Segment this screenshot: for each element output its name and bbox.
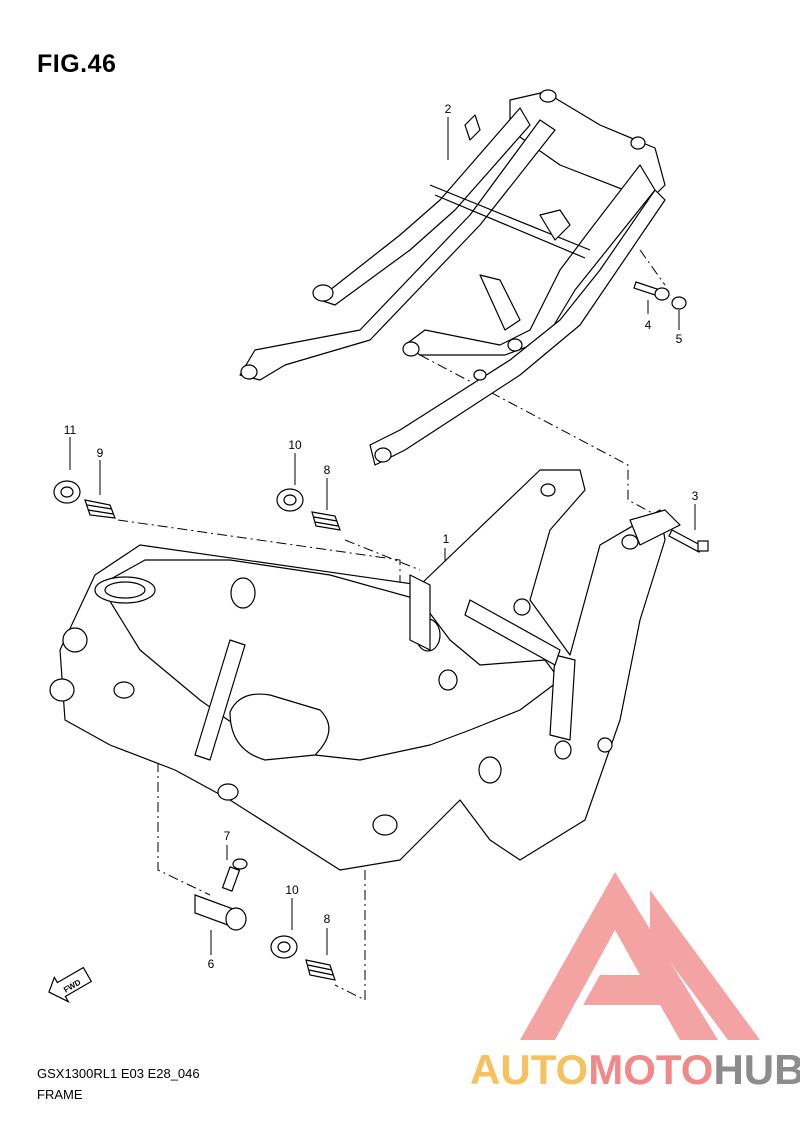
main-frame	[49, 469, 681, 871]
callout-9: 9	[96, 446, 104, 460]
callout-5: 5	[675, 332, 683, 346]
callout-8-lower: 8	[323, 912, 331, 926]
watermark-moto: MOTO	[588, 1046, 714, 1093]
callout-10-upper: 10	[288, 438, 302, 452]
watermark-auto: AUTO	[470, 1046, 589, 1093]
seat-rail-subframe	[239, 89, 666, 466]
callout-6: 6	[207, 957, 215, 971]
callout-1: 1	[442, 532, 450, 546]
figure-title: FIG.46	[37, 50, 117, 78]
section-name: FRAME	[37, 1087, 83, 1102]
callout-4: 4	[644, 318, 652, 332]
model-code: GSX1300RL1 E03 E28_046	[37, 1066, 200, 1081]
callout-10-lower: 10	[285, 883, 299, 897]
triangle-m-logo-icon	[520, 872, 760, 1040]
callout-2: 2	[444, 102, 452, 116]
watermark-hub: HUB	[713, 1046, 800, 1093]
callout-8-upper: 8	[323, 463, 331, 477]
small-parts	[53, 281, 709, 981]
callout-7: 7	[223, 829, 231, 843]
callout-11: 11	[63, 423, 77, 437]
watermark-text: AUTOMOTOHUB	[470, 1046, 800, 1094]
alignment-lines	[117, 249, 666, 1001]
callout-3: 3	[691, 489, 699, 503]
forward-arrow-icon: FWD	[48, 966, 93, 1004]
